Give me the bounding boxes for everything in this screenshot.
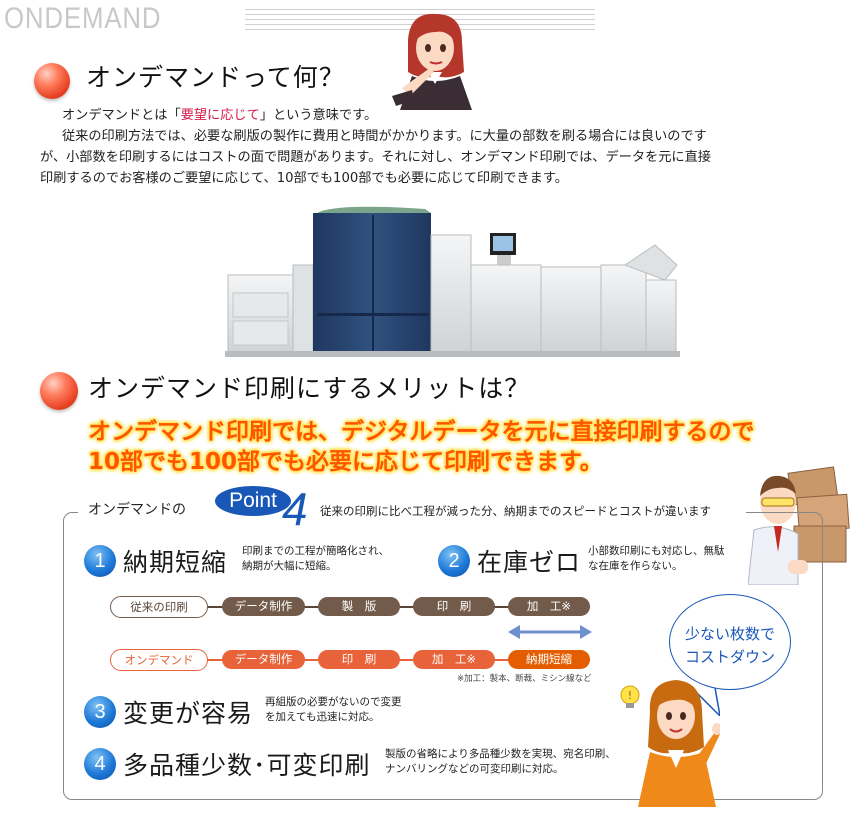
flow-conventional-step: 印 刷 — [413, 597, 495, 616]
printer-machine-image — [225, 206, 680, 357]
feature-number-1: 1 — [84, 545, 116, 577]
cost-down-bubble-text: 少ない枚数で コストダウン — [684, 625, 775, 666]
processing-footnote: ※加工：製本、断裁、ミシン線など — [457, 674, 592, 684]
feature-title-delivery: 納期短縮 — [123, 548, 228, 577]
flow-conventional-step: データ制作 — [222, 597, 305, 616]
section-title-merit: オンデマンド印刷にするメリットは？ — [88, 374, 531, 403]
feature-desc-variable-print-1: 製版の省略により多品種少数を実現、宛名印刷、 — [385, 748, 616, 760]
svg-text:!: ! — [628, 689, 632, 702]
feature-number-4: 4 — [84, 748, 116, 780]
brand-title: ONDEMAND — [4, 2, 162, 35]
feature-number-2: 2 — [438, 545, 470, 577]
intro-line-2: 従来の印刷方法では、必要な刷版の製作に費用と時間がかかります。に大量の部数を刷る… — [62, 129, 707, 144]
feature-title-variable-print: 多品種少数･可変印刷 — [123, 751, 371, 780]
point-number: 4 — [282, 483, 308, 535]
cost-down-bubble — [669, 594, 791, 690]
flow-ondemand-label: オンデマンド — [110, 649, 208, 671]
point-badge: Point — [215, 486, 291, 516]
thinking-woman-illustration — [392, 13, 472, 110]
feature-title-easy-change: 変更が容易 — [123, 699, 254, 728]
man-carrying-boxes-illustration — [748, 466, 850, 585]
flow-ondemand-step-delivery: 納期短縮 — [508, 650, 590, 669]
feature-desc-variable-print-2: ナンバリングなどの可変印刷に対応。 — [385, 763, 564, 775]
section-title-what: オンデマンドって何？ — [86, 63, 345, 92]
feature-desc-delivery-2: 納期が大幅に短縮。 — [242, 560, 337, 572]
intro-line-1: オンデマンドとは「要望に応じて」という意味です。 — [62, 108, 378, 123]
points-box-description: 従来の印刷に比べ工程が減った分、納期までのスピードとコストが違います — [320, 504, 711, 518]
flow-conventional-step: 製 版 — [318, 597, 400, 616]
merit-headline-2: 10部でも100部でも必要に応じて印刷できます。 — [88, 449, 603, 475]
feature-desc-delivery-1: 印刷までの工程が簡略化され、 — [242, 545, 390, 557]
feature-desc-zero-stock-1: 小部数印刷にも対応し、無駄 — [588, 545, 725, 557]
feature-desc-easy-change-2: を加えても迅速に対応。 — [265, 711, 380, 723]
lightbulb-icon: ! — [620, 685, 640, 708]
flow-ondemand-step: データ制作 — [222, 650, 305, 669]
flow-conventional-label: 従来の印刷 — [110, 596, 208, 618]
feature-title-zero-stock: 在庫ゼロ — [477, 548, 582, 577]
merit-headline-1: オンデマンド印刷では、デジタルデータを元に直接印刷するので — [88, 419, 755, 445]
intro-line-4: 印刷するのでお客様のご要望に応じて、10部でも100部でも必要に応じて印刷できま… — [40, 171, 568, 186]
points-box-title: オンデマンドの — [88, 502, 186, 518]
pointing-woman-illustration — [638, 680, 720, 807]
intro-line-3: が、小部数を印刷するにはコストの面で問題があります。それに対し、オンデマンド印刷… — [40, 150, 711, 165]
orange-bullet-icon — [34, 63, 70, 99]
flow-conventional-step: 加 工※ — [508, 597, 590, 616]
double-arrow-icon — [508, 625, 592, 639]
feature-desc-easy-change-1: 再組版の必要がないので変更 — [265, 696, 402, 708]
flow-ondemand-step: 加 工※ — [413, 650, 495, 669]
feature-number-3: 3 — [84, 696, 116, 728]
orange-bullet-icon — [40, 372, 78, 410]
flow-ondemand-step: 印 刷 — [318, 650, 400, 669]
feature-desc-zero-stock-2: な在庫を作らない。 — [588, 560, 683, 572]
